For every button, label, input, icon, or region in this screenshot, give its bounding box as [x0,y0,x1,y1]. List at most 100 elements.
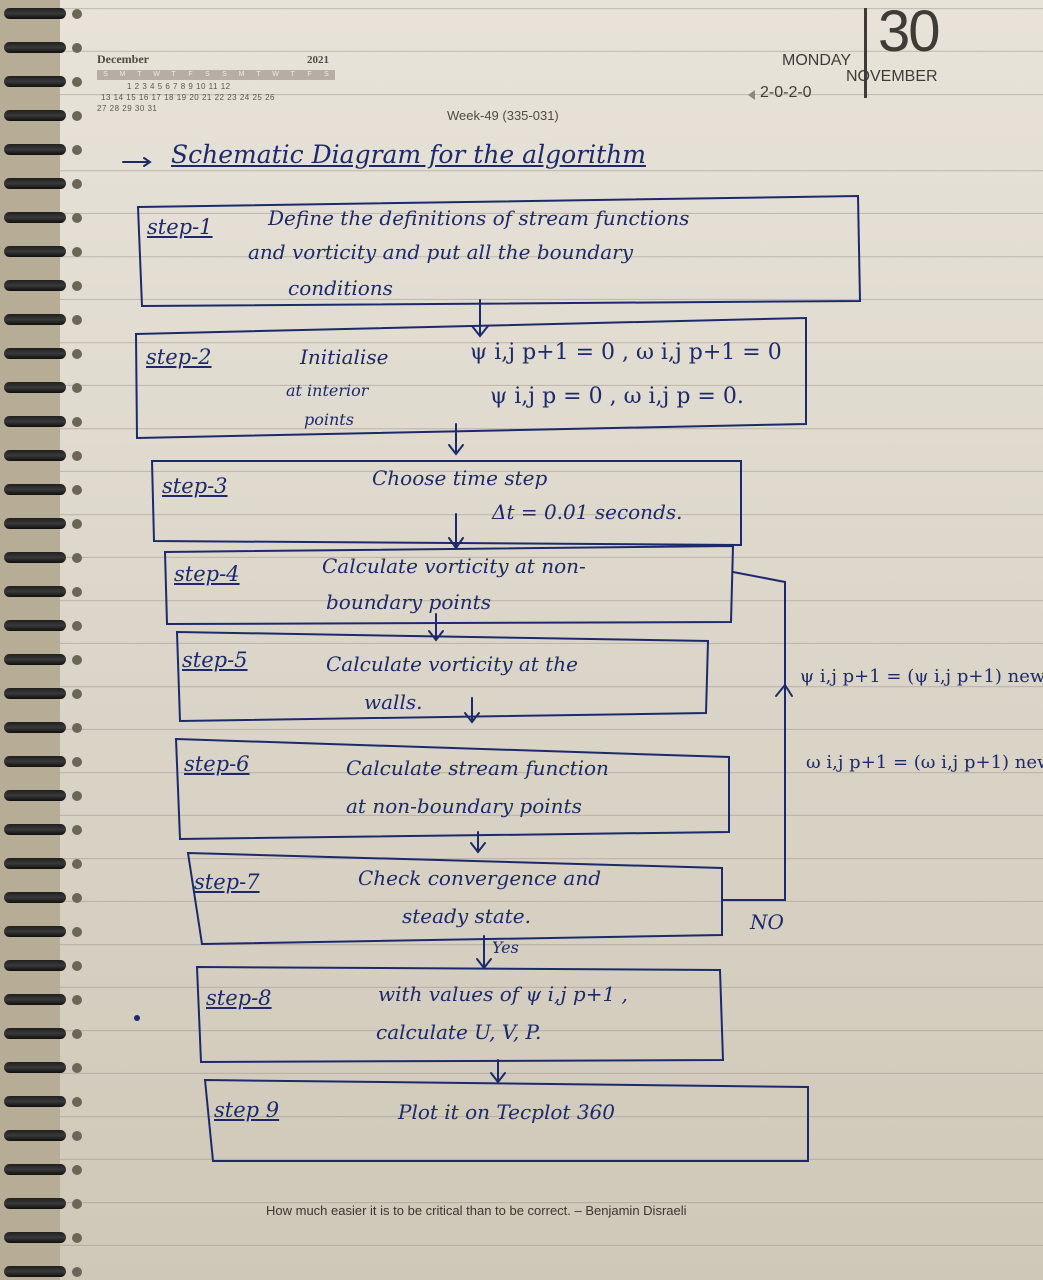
step-8-box [195,965,725,1064]
arrow-4-5 [428,613,444,642]
step-3-box [150,460,742,547]
step-8-line-1: with values of ψ i,j p+1 , [378,982,628,1006]
binding-hole [72,791,82,801]
binding-hole [72,893,82,903]
step-7-label: step-7 [194,870,260,894]
spiral-ring [4,926,66,937]
step-9-box [203,1078,809,1162]
spiral-ring [4,790,66,801]
binding-hole [72,247,82,257]
day-name: MONDAY [782,52,852,69]
calendar-weekday: F [307,71,312,78]
binding-hole [72,587,82,597]
binding-hole [72,1131,82,1141]
binding-hole [72,1165,82,1175]
date-divider [864,8,867,98]
spiral-ring [4,246,66,257]
arrow-5-6 [464,697,480,724]
step-6-line-2: at non-boundary points [346,794,582,818]
no-branch-label: NO [750,910,784,934]
step-6-label: step-6 [184,752,250,776]
spiral-ring [4,450,66,461]
spiral-ring [4,654,66,665]
psi-update-equation: ψ i,j p+1 = (ψ i,j p+1) new [800,666,1043,687]
calendar-weekday: S [205,71,210,78]
yes-branch-label: Yes [492,938,519,957]
step-8-line-2: calculate U, V, P. [376,1020,542,1044]
calendar-weekday: T [171,71,176,78]
binding-hole [72,859,82,869]
step-7-line-1: Check convergence and [358,866,602,890]
calendar-weekday: F [188,71,193,78]
spiral-ring [4,1096,66,1107]
step-1-line-2: and vorticity and put all the boundary [248,240,634,264]
step-1-box [136,194,862,308]
spiral-ring [4,416,66,427]
binding-hole [72,417,82,427]
binding-hole [72,1233,82,1243]
calendar-row-3: 27 28 29 30 31 [97,104,158,113]
spiral-ring [4,688,66,699]
calendar-weekday: T [256,71,261,78]
ruled-lines [60,0,1043,1280]
arrow-7-8 [476,935,492,970]
spiral-ring [4,620,66,631]
binding-hole [72,179,82,189]
binding-hole [72,451,82,461]
step-4-box [163,544,735,626]
spiral-ring [4,348,66,359]
binding-hole [72,145,82,155]
week-label: Week-49 (335-031) [447,108,559,123]
binding-hole [72,1097,82,1107]
arrow-2-3 [448,423,464,456]
step-9-line-1: Plot it on Tecplot 360 [398,1100,615,1124]
binding-hole [72,723,82,733]
spiral-ring [4,892,66,903]
calendar-weekday: W [153,71,160,78]
calendar-weekday: T [290,71,295,78]
spiral-ring [4,110,66,121]
spiral-ring [4,994,66,1005]
binding-hole [72,383,82,393]
step-7-line-2: steady state. [402,904,531,928]
binding-hole [72,77,82,87]
step-5-line-1: Calculate vorticity at the [326,652,578,676]
step-5-line-2: walls. [364,690,423,714]
spiral-ring [4,314,66,325]
binding-hole [72,485,82,495]
binding-hole [72,519,82,529]
binding-hole [72,111,82,121]
step-8-label: step-8 [206,986,272,1010]
binding-hole [72,689,82,699]
day-number: 30 [878,0,940,64]
feedback-loop-line [721,684,786,901]
spiral-ring [4,824,66,835]
days-countdown: 2-0-2-0 [760,84,812,101]
calendar-weekday: M [238,71,245,78]
spiral-ring [4,518,66,529]
step-9-label: step 9 [214,1098,280,1122]
binding-hole [72,995,82,1005]
spiral-ring [4,484,66,495]
feedback-loop-top [732,571,786,686]
binding-hole [72,43,82,53]
binding-hole [72,1199,82,1209]
binding-hole [72,655,82,665]
calendar-row-2: 13 14 15 16 17 18 19 20 21 22 23 24 25 2… [101,93,275,102]
step-5-box [175,630,710,723]
binding-hole [72,621,82,631]
countdown-marker [748,90,755,100]
step-4-line-1: Calculate vorticity at non- [322,554,586,578]
step-5-label: step-5 [182,648,248,672]
calendar-weekday: S [103,71,108,78]
calendar-weekday: M [119,71,126,78]
calendar-weekday: T [137,71,142,78]
arrow-1-2 [471,299,489,338]
spiral-ring [4,8,66,19]
calendar-weekday: W [272,71,279,78]
month-name: NOVEMBER [846,68,938,85]
step-6-line-1: Calculate stream function [346,756,609,780]
ink-dot [134,1015,140,1021]
